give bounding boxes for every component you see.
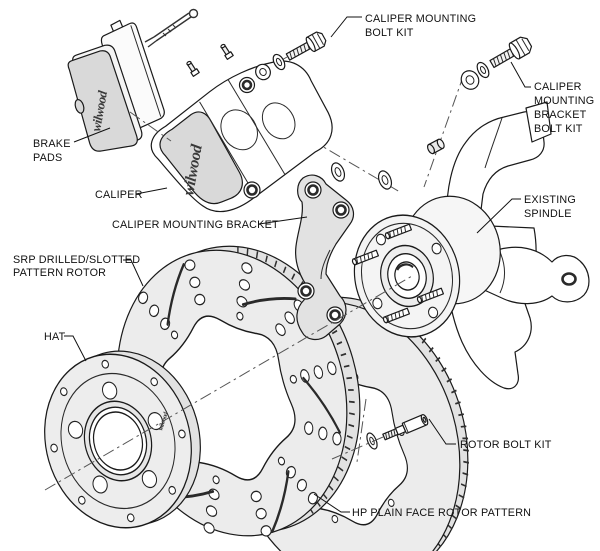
- bracket-mounting-bolt: [489, 36, 533, 69]
- caliper-bracket-washers: [330, 162, 393, 190]
- centerline-rotor-bolt: [331, 436, 384, 460]
- bleed-screw: [186, 60, 200, 77]
- leader-lines: [64, 16, 531, 513]
- caliper-mounting-bolt: [285, 31, 327, 61]
- spindle-top-block: [525, 101, 552, 143]
- leader-caliper-mounting-bolt-kit: [330, 16, 362, 38]
- hub-flange: [353, 214, 461, 338]
- wilwood-logo-pad: wilwood: [88, 89, 110, 133]
- brake-pad-front: [67, 44, 143, 152]
- centerline-rotor-bolt-vertical: [356, 398, 367, 463]
- caliper-mounting-bolt-kit: [255, 31, 327, 81]
- rotor-bolt-kit: [366, 414, 429, 450]
- spacer-bushing: [426, 138, 445, 155]
- bleed-screw: [220, 43, 234, 60]
- label-rotor-bolt-kit: ROTOR BOLT KIT: [460, 439, 552, 451]
- brake-pad-rear: [100, 19, 165, 131]
- bracket-boss-hole: [329, 309, 341, 321]
- caliper-outer-panel: [159, 111, 243, 205]
- bracket-boss-hole: [300, 285, 312, 297]
- caliper: wilwood: [150, 43, 333, 213]
- leader-caliper-mounting-bracket-bolt-kit: [510, 61, 531, 88]
- wheel-studs: [351, 223, 445, 324]
- centerline-bracket-bolt: [423, 73, 465, 188]
- hat: wilwood: [44, 350, 201, 529]
- centerline-main-axis: [44, 275, 413, 491]
- caliper-ear-hole: [246, 184, 258, 196]
- hat-face: [44, 353, 192, 529]
- label-hp-rotor: HP PLAIN FACE ROTOR PATTERN: [352, 507, 531, 519]
- label-caliper: CALIPER: [95, 189, 143, 201]
- caliper-mounting-bracket-bolt-kit: [460, 36, 533, 90]
- caliper-piston-bore: [220, 109, 258, 151]
- brake-pads: wilwood: [67, 19, 165, 152]
- centerline-pads-caliper: [129, 111, 172, 142]
- caliper-ear-hole: [241, 79, 253, 91]
- steering-arm-eye-hole: [561, 272, 577, 286]
- leader-caliper-mounting-bracket: [258, 216, 308, 225]
- label-hat: HAT: [44, 331, 66, 343]
- leader-hat: [64, 335, 87, 362]
- leader-hp-rotor: [313, 493, 350, 513]
- assembly-centerlines-front: [44, 111, 413, 491]
- leader-brake-pads: [73, 127, 111, 143]
- leader-rotor-bolt-kit: [428, 418, 456, 445]
- label-caliper-mounting-bracket: CALIPER MOUNTING BRACKET: [112, 219, 279, 231]
- bracket-boss-hole: [335, 204, 347, 216]
- leader-existing-spindle: [476, 198, 521, 234]
- rotor-bolt: [382, 414, 429, 441]
- cotter-pin: [144, 8, 199, 48]
- existing-spindle: [351, 101, 590, 390]
- caliper-piston-bore: [261, 102, 296, 140]
- leader-srp-rotor: [123, 259, 144, 287]
- caliper-mounting-bracket: [295, 174, 355, 341]
- bracket-boss-hole: [307, 184, 319, 196]
- leader-caliper: [135, 187, 168, 195]
